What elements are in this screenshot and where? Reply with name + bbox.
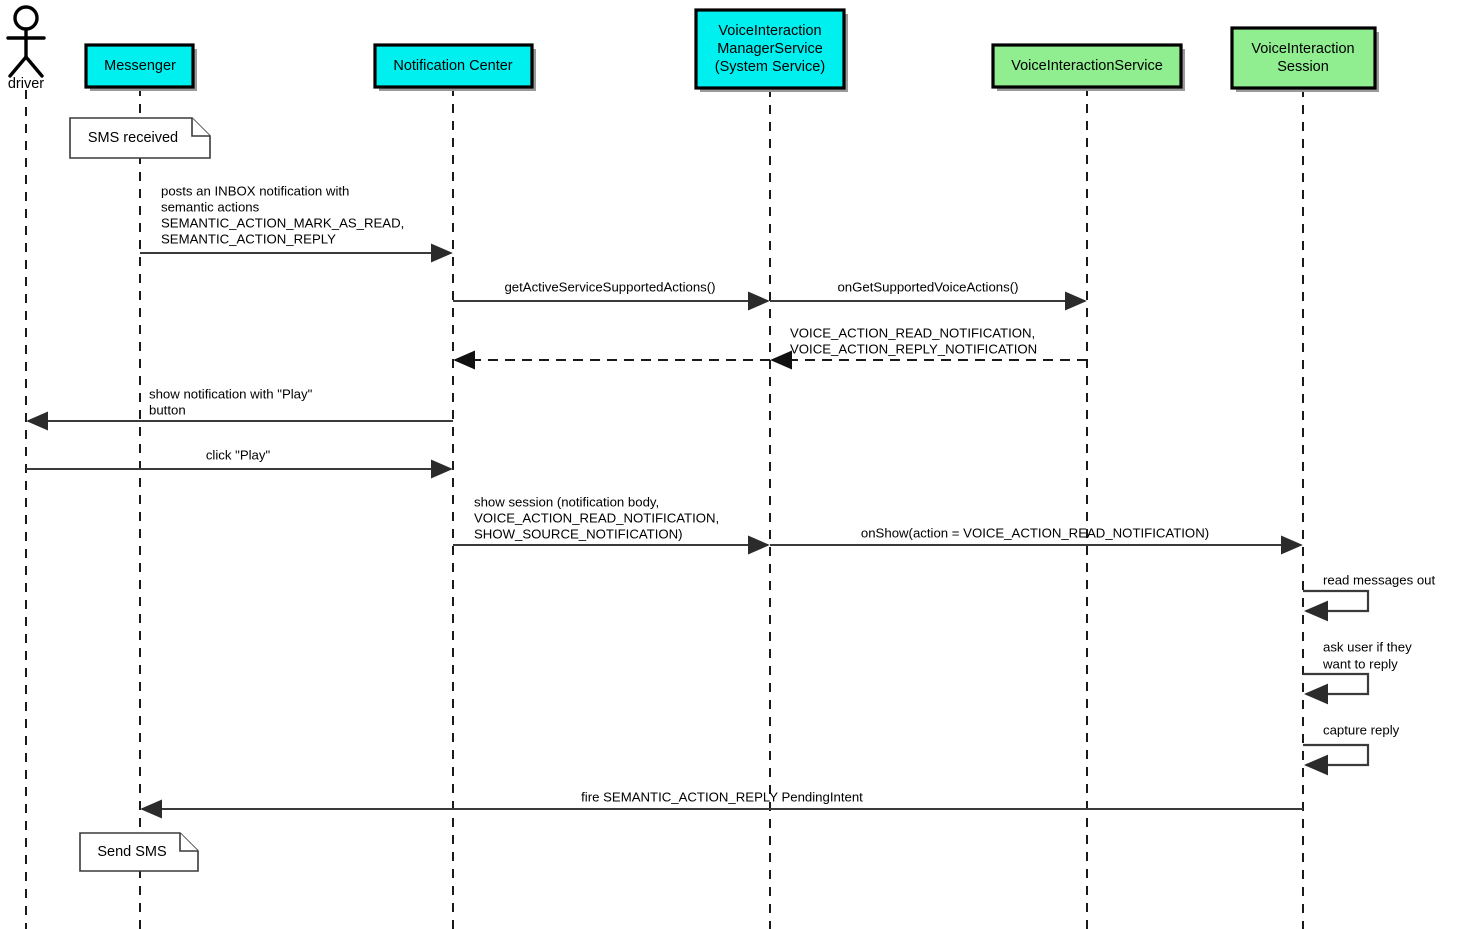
self-message-label: capture reply bbox=[1323, 722, 1400, 737]
participant-label: Notification Center bbox=[393, 58, 512, 74]
self-message-label: ask user if they bbox=[1323, 639, 1412, 654]
self-messages-layer: read messages out ask user if they want to… bbox=[1303, 572, 1435, 776]
actor-head bbox=[13, 5, 39, 31]
self-message-arrow bbox=[1303, 672, 1370, 705]
message-label: posts an INBOX notification with bbox=[161, 183, 349, 198]
participant-label: VoiceInteraction bbox=[1251, 41, 1354, 57]
message-msg-on-show[interactable]: onShow(action = VOICE_ACTION_READ_NOTIFI… bbox=[770, 525, 1303, 555]
lifelines-layer bbox=[25, 87, 1304, 929]
participant-box bbox=[84, 43, 195, 89]
actor-leg-right bbox=[24, 55, 44, 78]
note-note-sms-received[interactable]: SMS received bbox=[69, 117, 211, 159]
participant-messenger[interactable]: Messenger bbox=[84, 43, 197, 91]
message-label: onShow(action = VOICE_ACTION_READ_NOTIFI… bbox=[861, 525, 1209, 540]
note-body bbox=[69, 117, 211, 159]
self-message-arrow bbox=[1303, 743, 1370, 776]
message-label: show notification with "Play" bbox=[149, 386, 313, 401]
note-note-send-sms[interactable]: Send SMS bbox=[79, 832, 199, 872]
actor-driver[interactable]: driver bbox=[6, 5, 46, 92]
participant-voice-interaction-service[interactable]: VoiceInteractionService bbox=[991, 43, 1185, 91]
participants-layer: Messenger Notification Center VoiceInterac… bbox=[84, 8, 1379, 92]
self-message-self-read-messages-out[interactable]: read messages out bbox=[1303, 572, 1435, 622]
note-body bbox=[79, 832, 199, 872]
message-label: SEMANTIC_ACTION_REPLY bbox=[161, 231, 336, 246]
message-msg-show-notification-play[interactable]: show notification with "Play"button bbox=[26, 386, 453, 431]
message-label: click "Play" bbox=[206, 447, 271, 462]
participant-label: ManagerService bbox=[717, 41, 823, 57]
self-message-label: read messages out bbox=[1323, 572, 1435, 587]
message-msg-on-get-supported-voice-actions[interactable]: onGetSupportedVoiceActions() bbox=[770, 279, 1087, 311]
participant-box bbox=[373, 43, 534, 89]
message-label: fire SEMANTIC_ACTION_REPLY PendingIntent bbox=[581, 789, 863, 804]
note-label: Send SMS bbox=[97, 844, 166, 860]
message-label: button bbox=[149, 402, 186, 417]
participant-label: (System Service) bbox=[715, 59, 825, 75]
note-label: SMS received bbox=[88, 130, 178, 146]
actor-leg-left bbox=[8, 55, 28, 78]
message-msg-fire-semantic-action-reply[interactable]: fire SEMANTIC_ACTION_REPLY PendingIntent bbox=[140, 789, 1303, 819]
participant-box bbox=[694, 8, 846, 90]
message-label: semantic actions bbox=[161, 199, 260, 214]
self-message-arrow bbox=[1303, 589, 1370, 622]
message-label: SEMANTIC_ACTION_MARK_AS_READ, bbox=[161, 215, 404, 230]
participant-label: VoiceInteractionService bbox=[1011, 58, 1163, 74]
message-msg-get-active-service-supported-actions[interactable]: getActiveServiceSupportedActions() bbox=[453, 279, 770, 311]
message-label: VOICE_ACTION_REPLY_NOTIFICATION bbox=[790, 341, 1037, 356]
participant-label: VoiceInteraction bbox=[718, 23, 821, 39]
message-msg-click-play[interactable]: click "Play" bbox=[26, 447, 453, 479]
messages-layer: posts an INBOX notification withsemantic… bbox=[26, 183, 1303, 819]
message-msg-post-notification[interactable]: posts an INBOX notification withsemantic… bbox=[140, 183, 453, 263]
participant-label: Session bbox=[1277, 59, 1329, 75]
message-label: show session (notification body, bbox=[474, 494, 659, 509]
note-fold-corner bbox=[191, 118, 210, 137]
actors-layer: driver bbox=[6, 5, 46, 92]
self-message-self-ask-user-if-they-want-to-reply[interactable]: ask user if they want to reply bbox=[1303, 639, 1412, 705]
message-label: onGetSupportedVoiceActions() bbox=[837, 279, 1018, 294]
message-label: SHOW_SOURCE_NOTIFICATION) bbox=[474, 526, 683, 541]
actor-label: driver bbox=[8, 76, 44, 92]
self-message-self-capture-reply[interactable]: capture reply bbox=[1303, 722, 1400, 776]
participant-notification-center[interactable]: Notification Center bbox=[373, 43, 536, 91]
message-msg-show-session[interactable]: show session (notification body,VOICE_AC… bbox=[453, 494, 770, 555]
message-msg-return-voice-actions-to-manager[interactable]: VOICE_ACTION_READ_NOTIFICATION,VOICE_ACT… bbox=[770, 325, 1087, 370]
message-label: VOICE_ACTION_READ_NOTIFICATION, bbox=[474, 510, 719, 525]
participant-box bbox=[991, 43, 1183, 89]
note-fold-corner bbox=[179, 833, 198, 852]
message-label: VOICE_ACTION_READ_NOTIFICATION, bbox=[790, 325, 1035, 340]
message-label: getActiveServiceSupportedActions() bbox=[504, 279, 715, 294]
participant-label: Messenger bbox=[104, 58, 176, 74]
self-message-label: want to reply bbox=[1322, 656, 1398, 671]
participant-box bbox=[1230, 26, 1377, 90]
